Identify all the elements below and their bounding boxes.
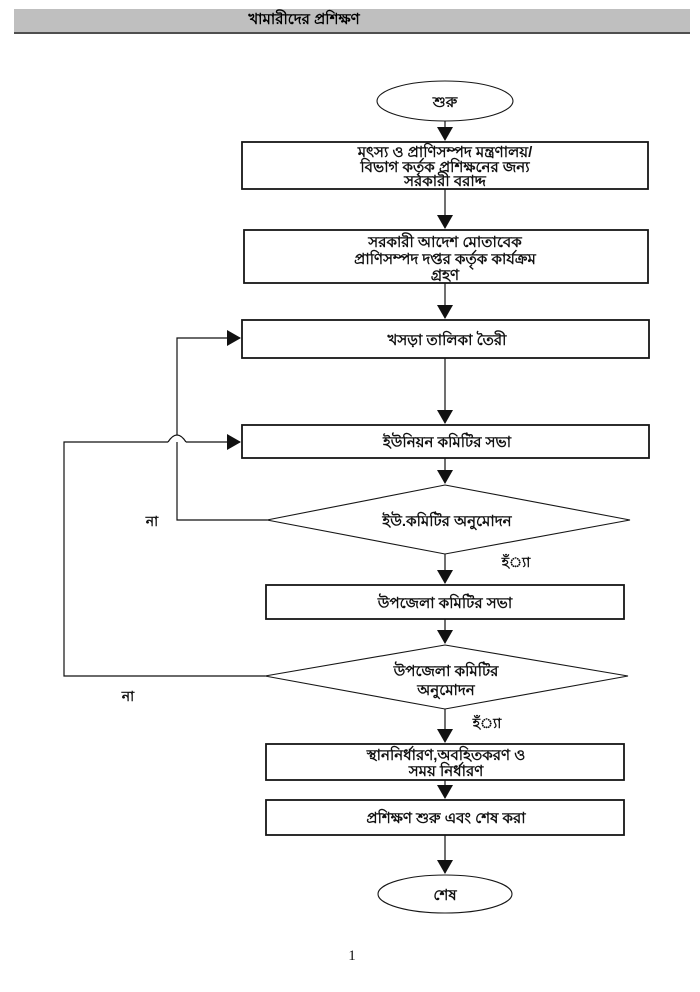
start-label: শুরু — [432, 94, 458, 111]
venue-notify-time-line1: স্থাননির্ধারণ,অবহিতকরণ ও — [366, 745, 526, 764]
end-label: শেষ — [433, 887, 457, 904]
venue-notify-time-line2: সময় নির্ধারণ — [408, 761, 484, 780]
page-title: খামারীদের প্রশিক্ষণ — [248, 11, 360, 28]
dept-action-line3: গ্রহণ — [431, 267, 460, 284]
process-box-draft-list — [241, 319, 650, 359]
process-box-union-meeting — [241, 424, 650, 459]
edge-label-upazila-yes: হঁ্যা — [472, 714, 503, 731]
loop-upazila-no-segment — [63, 441, 265, 677]
decision-upazila-approval — [264, 644, 629, 710]
process-box-upazila-meeting — [265, 584, 625, 620]
decision-union-approval — [266, 484, 631, 555]
draft-list-label: খসড়া তালিকা তৈরী — [387, 330, 508, 349]
loop-line-hop — [167, 434, 187, 443]
edge-label-upazila-no: না — [121, 688, 135, 704]
page-header: খামারীদের প্রশিক্ষণ — [14, 9, 690, 34]
process-box-training-start-end — [265, 799, 625, 836]
page-number: 1 — [348, 948, 356, 964]
union-meeting-label: ইউনিয়ন কমিটির সভা — [382, 432, 512, 451]
ministry-allocation-line2: বিভাগ কর্তৃক প্রশিক্ষনের জন্য — [359, 157, 530, 178]
training-start-end-label: প্রশিক্ষণ শুরু এবং শেষ করা — [366, 808, 526, 827]
dept-action-line2: প্রাণিসম্পদ দপ্তর কর্তৃক কার্যক্রম — [354, 249, 536, 270]
upazila-approval-line2: অনুমোদন — [416, 682, 476, 699]
edge-label-union-no: না — [145, 513, 159, 529]
edge-label-union-yes: হঁ্যা — [501, 553, 532, 570]
process-box-dept-action — [243, 229, 649, 284]
ministry-allocation-line3: সরকারী বরাদ্দ — [403, 171, 487, 190]
process-box-venue-notify-time — [265, 743, 625, 781]
dept-action-line1: সরকারী আদেশ মোতাবেক — [367, 232, 522, 251]
process-box-ministry-allocation — [241, 141, 649, 190]
end-terminator — [377, 874, 513, 914]
union-approval-label: ইউ.কমিটির অনুমোদন — [381, 511, 512, 530]
ministry-allocation-line1: মৎস্য ও প্রাণিসম্পদ মন্ত্রণালয়/ — [357, 142, 533, 161]
start-terminator — [376, 80, 514, 122]
upazila-approval-line1: উপজেলা কমিটির — [393, 661, 500, 680]
loop-union-no-to-draft — [176, 330, 267, 521]
upazila-meeting-label: উপজেলা কমিটির সভা — [377, 593, 513, 612]
